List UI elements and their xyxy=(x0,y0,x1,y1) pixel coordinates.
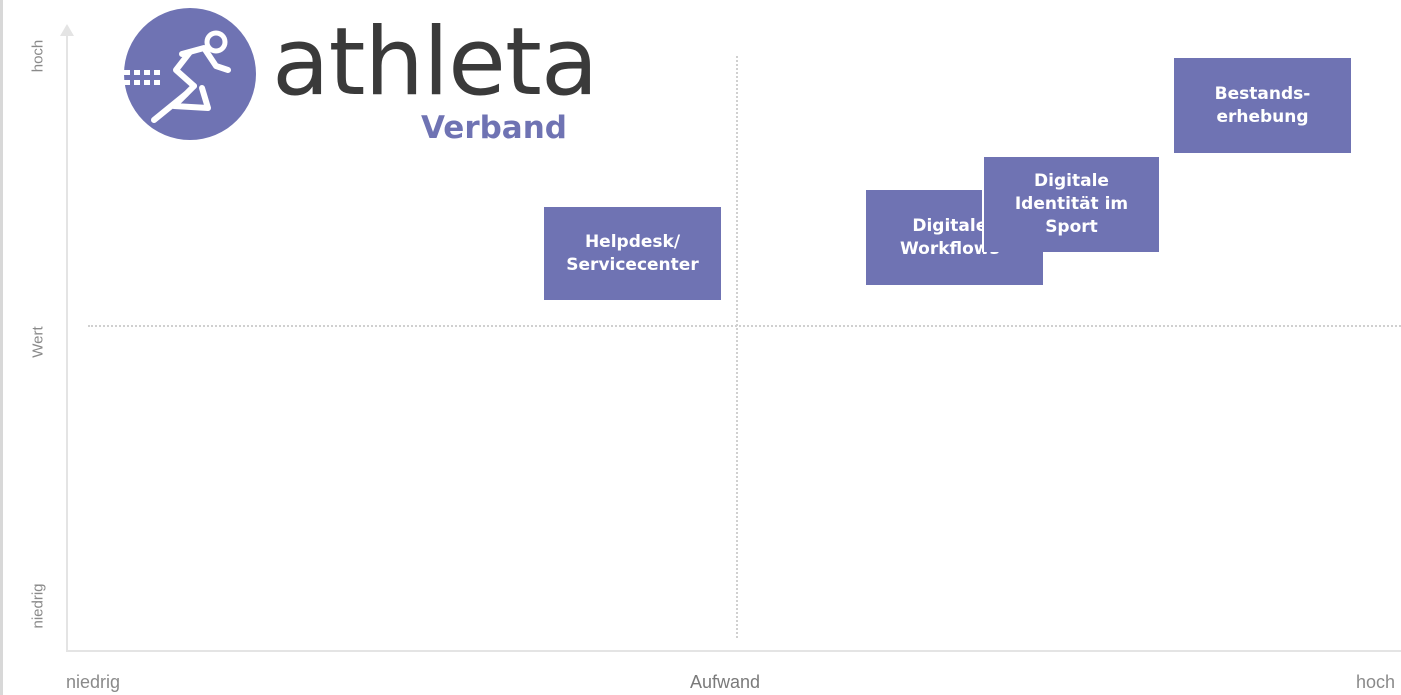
y-axis-low-label: niedrig xyxy=(29,583,47,629)
item-bestandserhebung: Bestands- erhebung xyxy=(1174,58,1351,153)
x-axis xyxy=(66,650,1401,652)
y-axis-title: Wert xyxy=(29,326,47,358)
page-edge xyxy=(0,0,3,695)
x-axis-high-label: hoch xyxy=(1356,672,1396,692)
x-axis-low-label: niedrig xyxy=(66,672,121,692)
item-helpdesk: Helpdesk/ Servicecenter xyxy=(544,207,721,300)
logo-subtitle: Verband xyxy=(421,110,567,146)
horizontal-divider xyxy=(88,325,1401,327)
logo-wordmark: athleta xyxy=(272,8,598,117)
y-axis xyxy=(66,34,68,652)
y-axis-arrow xyxy=(60,24,74,36)
y-axis-high-label: hoch xyxy=(29,39,47,73)
vertical-divider xyxy=(736,56,738,638)
runner-icon xyxy=(124,8,256,140)
item-digitale-identitaet: Digitale Identität im Sport xyxy=(982,157,1159,252)
x-axis-title: Aufwand xyxy=(690,672,761,692)
